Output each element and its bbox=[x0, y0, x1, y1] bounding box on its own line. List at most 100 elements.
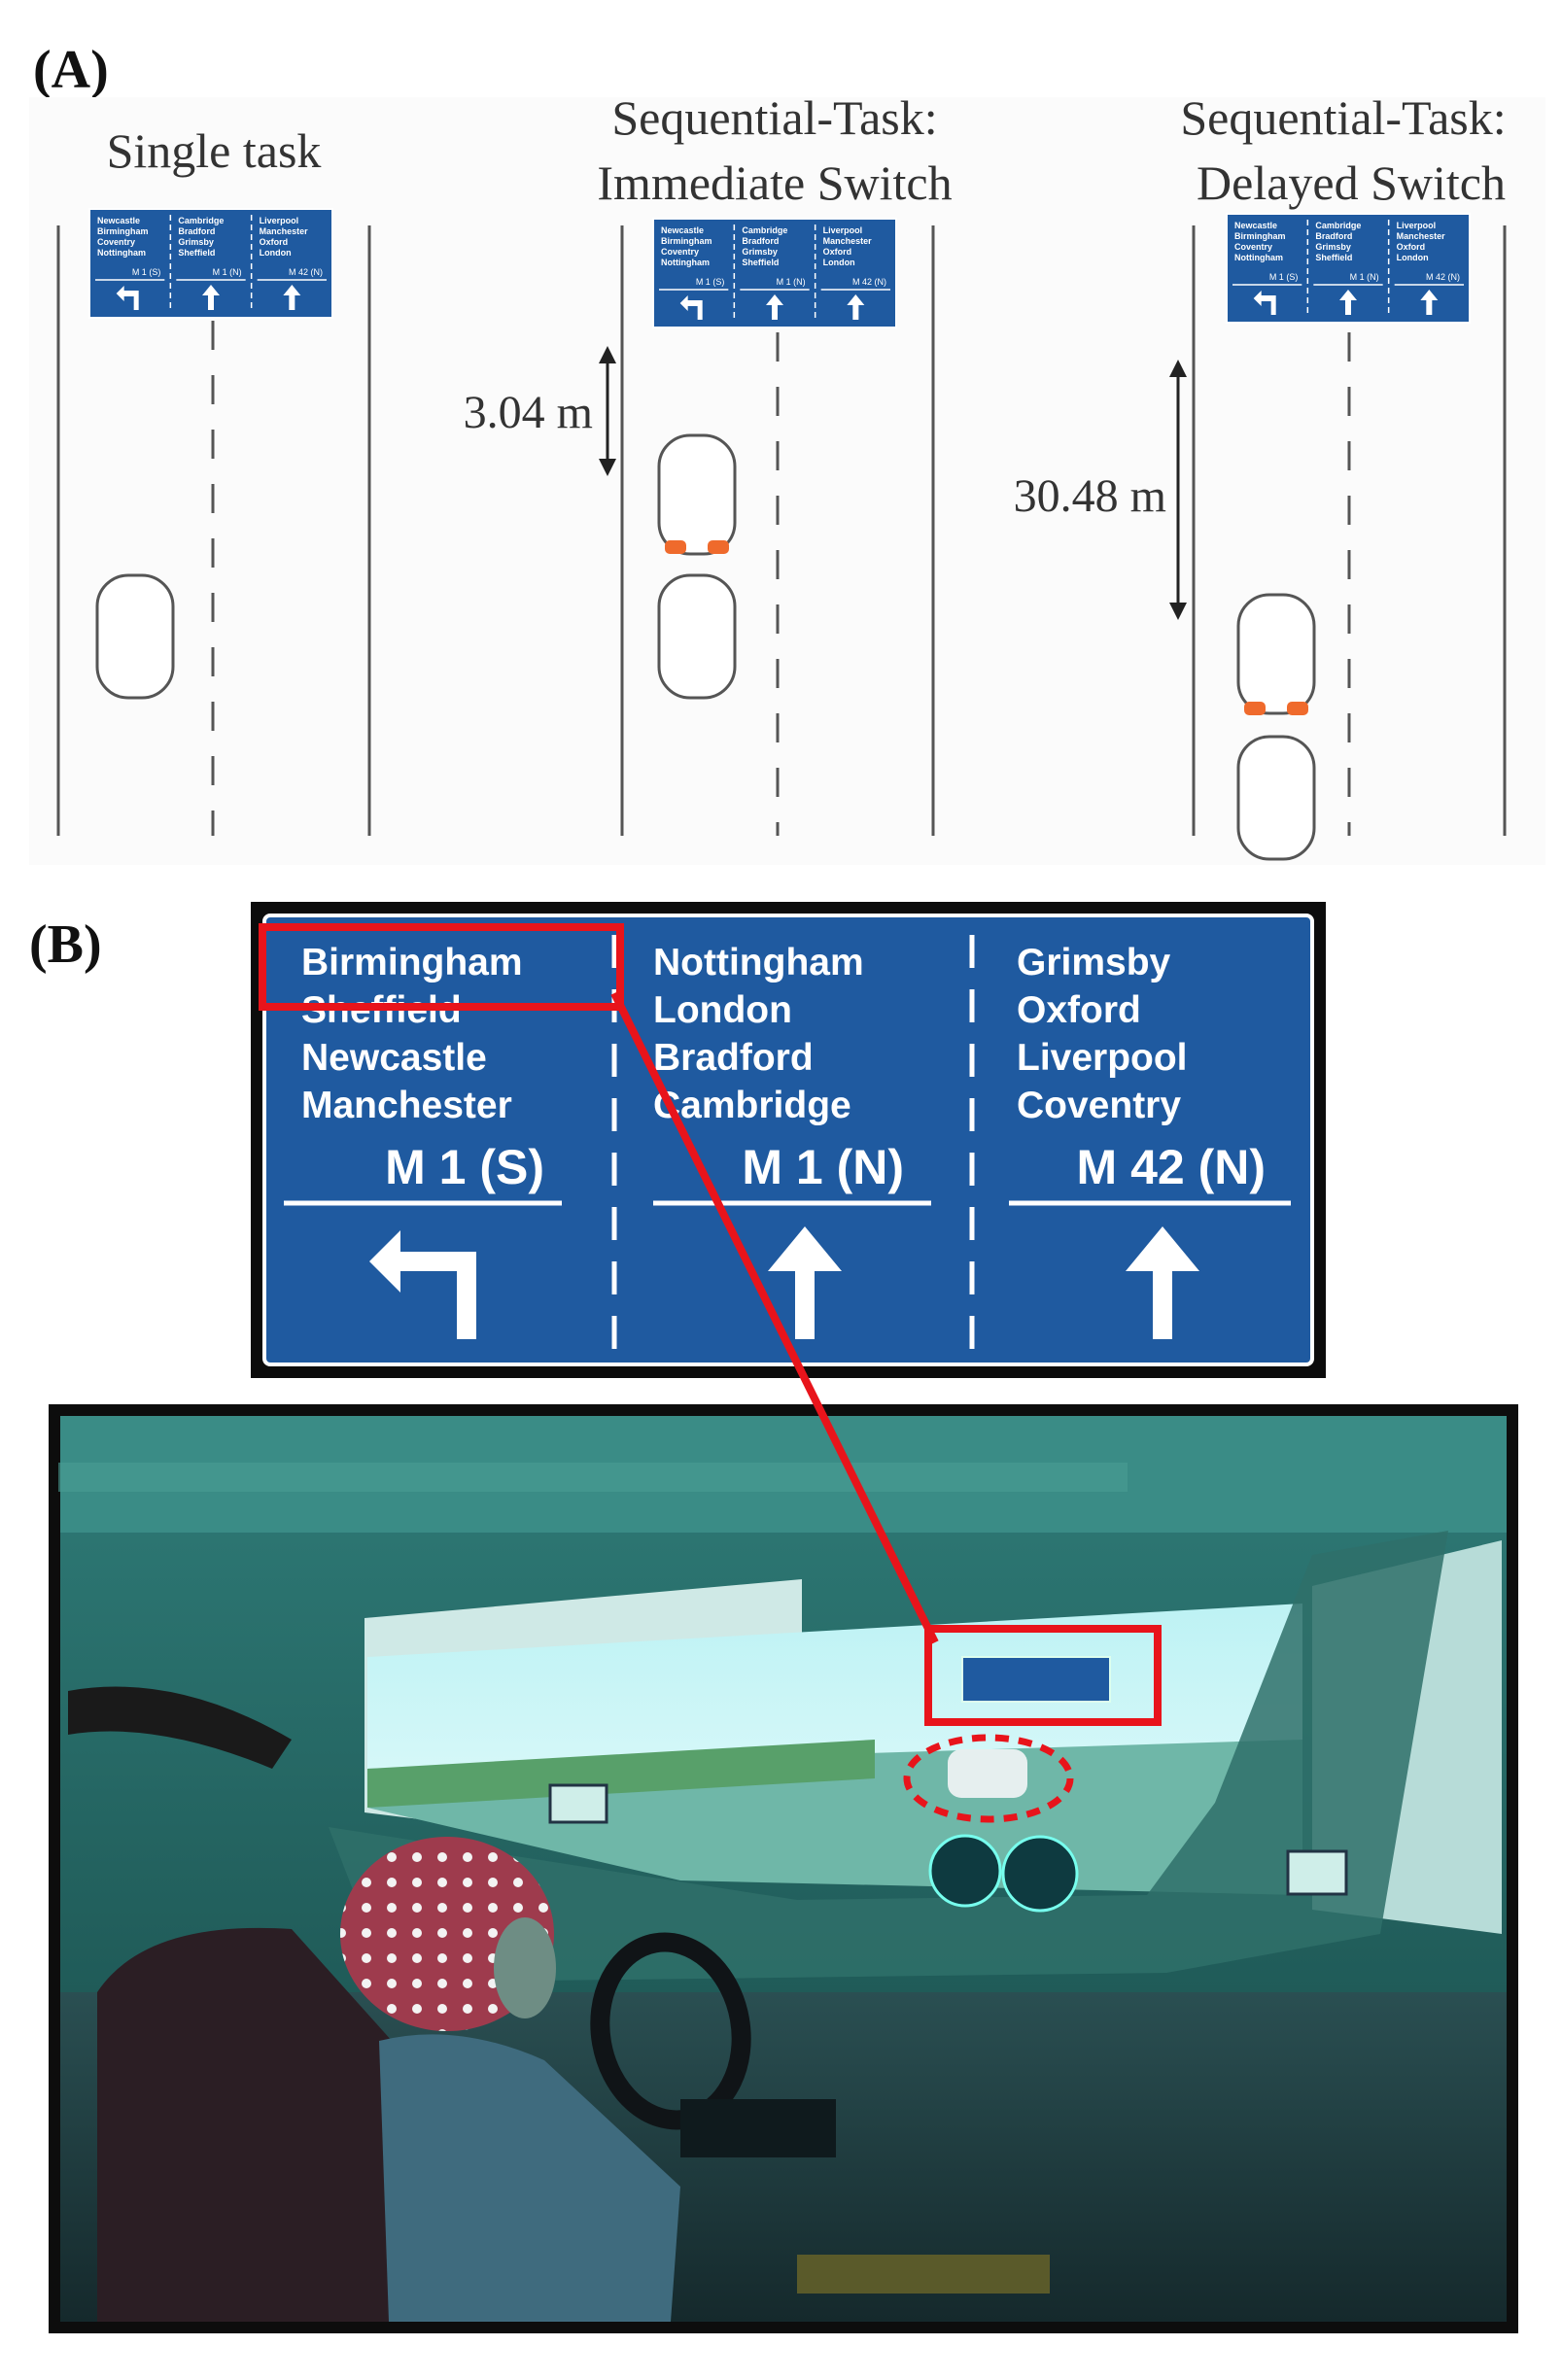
mini-sign-destination: Sheffield bbox=[742, 258, 779, 267]
mini-sign-destination: London bbox=[260, 248, 292, 258]
straight-arrow-icon bbox=[768, 1226, 842, 1339]
mini-sign-destination: Birmingham bbox=[1234, 231, 1286, 241]
car-lead bbox=[657, 433, 737, 556]
condition-1-title: Single task bbox=[107, 123, 322, 178]
highlight-box-birmingham bbox=[259, 923, 624, 1011]
mini-sign-destination: Newcastle bbox=[97, 216, 140, 225]
screen-frame bbox=[329, 1531, 1448, 1983]
mini-sign-destination: Grimsby bbox=[1315, 242, 1351, 252]
participant-body bbox=[379, 2034, 680, 2322]
mini-sign-route: M 1 (S) bbox=[1269, 272, 1299, 282]
sign-destination: Grimsby bbox=[1017, 942, 1171, 983]
mini-sign-route: M 42 (N) bbox=[1426, 272, 1460, 282]
sign-destination: Manchester bbox=[301, 1085, 512, 1126]
highlight-box-projected-sign bbox=[924, 1625, 1162, 1726]
mini-sign-route: M 1 (S) bbox=[696, 277, 725, 287]
sign-destination: Coventry bbox=[1017, 1085, 1181, 1126]
straight-arrow-icon bbox=[1420, 290, 1439, 315]
car-participant bbox=[95, 573, 175, 700]
mini-sign-destination: Bradford bbox=[742, 236, 779, 246]
mini-sign-route: M 1 (S) bbox=[132, 267, 161, 277]
mini-sign-destination: Cambridge bbox=[742, 225, 787, 235]
projected-lead-car bbox=[948, 1749, 1027, 1798]
speedometer-icon bbox=[928, 1834, 1002, 1908]
mini-sign-destination: Liverpool bbox=[1397, 221, 1437, 230]
mini-sign-destination: London bbox=[1397, 253, 1429, 262]
sign-destination: Liverpool bbox=[1017, 1037, 1188, 1079]
sign-destination: London bbox=[653, 989, 792, 1031]
mini-sign-destination: Oxford bbox=[823, 247, 852, 257]
driving-simulator-photo bbox=[49, 1404, 1518, 2333]
turn-left-arrow-icon bbox=[116, 286, 139, 310]
mini-sign-destination: Nottingham bbox=[1234, 253, 1283, 262]
straight-arrow-icon bbox=[1339, 290, 1357, 315]
car-participant bbox=[657, 573, 737, 700]
mini-sign-destination: Nottingham bbox=[97, 248, 146, 258]
sign-destination: Nottingham bbox=[653, 942, 864, 983]
mini-sign-destination: Manchester bbox=[823, 236, 873, 246]
enlarged-road-sign: Birmingham Sheffield Newcastle Mancheste… bbox=[251, 902, 1326, 1378]
mini-sign-destination: Liverpool bbox=[260, 216, 299, 225]
mini-sign-destination: Nottingham bbox=[661, 258, 710, 267]
brake-light bbox=[1244, 702, 1266, 715]
mini-sign-destination: Oxford bbox=[260, 237, 289, 247]
brake-light bbox=[708, 540, 729, 554]
sign-destination: Bradford bbox=[653, 1037, 814, 1079]
mirror bbox=[548, 1783, 608, 1824]
projected-grass bbox=[367, 1740, 875, 1808]
mini-sign-destination: Bradford bbox=[178, 226, 215, 236]
turn-left-arrow-icon bbox=[369, 1230, 476, 1339]
mini-sign-destination: Birmingham bbox=[661, 236, 712, 246]
mini-sign-route: M 1 (N) bbox=[1350, 272, 1379, 282]
mini-sign-destination: Liverpool bbox=[823, 225, 863, 235]
pedal-base bbox=[797, 2255, 1050, 2294]
condition-2-title-line-1: Sequential-Task: bbox=[611, 90, 937, 145]
mini-sign-destination: Birmingham bbox=[97, 226, 149, 236]
sign-destination: Oxford bbox=[1017, 989, 1141, 1031]
mini-sign-destination: Newcastle bbox=[1234, 221, 1277, 230]
mini-sign-destination: Oxford bbox=[1397, 242, 1426, 252]
straight-arrow-icon bbox=[202, 285, 220, 310]
mini-sign-destination: Coventry bbox=[661, 247, 699, 257]
mini-sign-destination: Bradford bbox=[1315, 231, 1352, 241]
mini-sign-destination: Coventry bbox=[97, 237, 135, 247]
brake-light bbox=[1287, 702, 1308, 715]
mini-sign-route: M 1 (N) bbox=[213, 267, 242, 277]
sign-route: M 1 (S) bbox=[385, 1140, 544, 1194]
sign-route: M 1 (N) bbox=[742, 1140, 904, 1194]
turn-left-arrow-icon bbox=[679, 295, 703, 320]
mini-sign-destination: London bbox=[823, 258, 855, 267]
sign-destination: Cambridge bbox=[653, 1085, 851, 1126]
car-lead bbox=[1236, 593, 1316, 715]
distance-arrow bbox=[1169, 360, 1187, 620]
distance-label-delayed: 30.48 m bbox=[1014, 470, 1166, 522]
projected-road-sign bbox=[961, 1656, 1111, 1703]
turn-left-arrow-icon bbox=[1253, 291, 1276, 315]
connector-line bbox=[610, 991, 939, 1644]
distance-arrow bbox=[599, 346, 616, 476]
condition-3-title-line-1: Sequential-Task: bbox=[1180, 90, 1506, 145]
mini-sign-route: M 42 (N) bbox=[289, 267, 323, 277]
mini-sign-destination: Sheffield bbox=[178, 248, 215, 258]
car-participant bbox=[1236, 735, 1316, 861]
sign-destination: Birmingham bbox=[301, 942, 523, 983]
panel-a-label: (A) bbox=[33, 40, 109, 100]
condition-2-title-line-2: Immediate Switch bbox=[597, 155, 952, 210]
straight-arrow-icon bbox=[1126, 1226, 1199, 1339]
straight-arrow-icon bbox=[766, 294, 783, 320]
condition-3-title-line-2: Delayed Switch bbox=[1197, 155, 1506, 210]
mini-sign-destination: Manchester bbox=[1397, 231, 1446, 241]
sign-destination: Newcastle bbox=[301, 1037, 487, 1079]
mini-sign-destination: Sheffield bbox=[1315, 253, 1352, 262]
steering-column bbox=[680, 2099, 836, 2157]
brake-light bbox=[665, 540, 686, 554]
highlight-lead-car bbox=[903, 1734, 1074, 1823]
mini-sign-route: M 1 (N) bbox=[777, 277, 806, 287]
mini-sign-destination: Grimsby bbox=[178, 237, 214, 247]
straight-arrow-icon bbox=[847, 294, 865, 320]
headrest-strap bbox=[68, 1686, 292, 1769]
